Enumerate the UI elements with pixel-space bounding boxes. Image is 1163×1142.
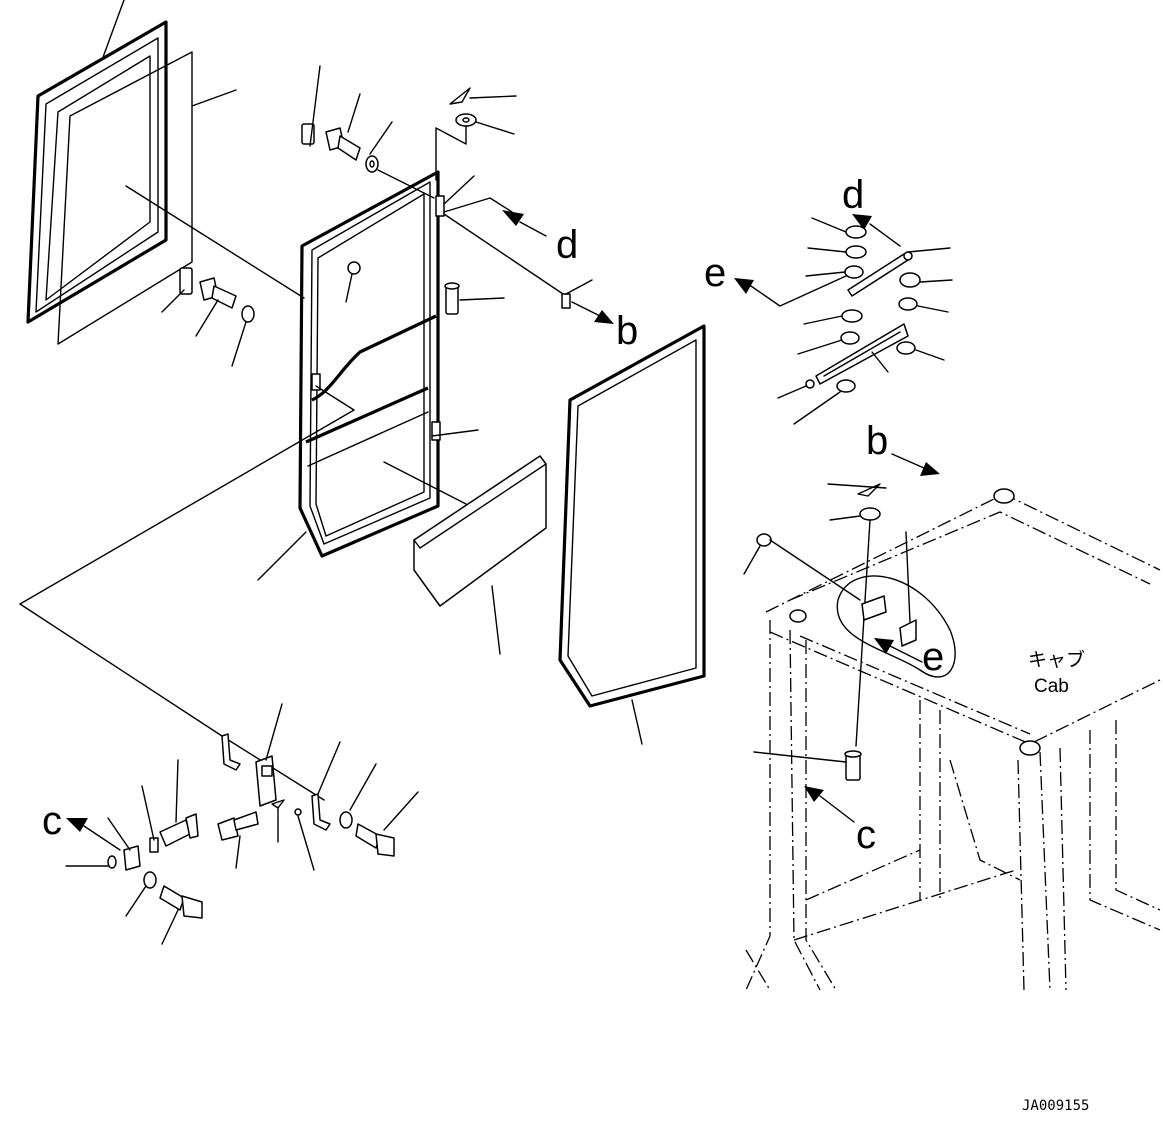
gas-spring-cylinder bbox=[815, 323, 909, 385]
arrow-c-left bbox=[66, 818, 121, 851]
door-pin bbox=[444, 282, 460, 315]
label-d-center: d bbox=[556, 223, 578, 267]
latch-bracket-b bbox=[311, 793, 331, 831]
window-glass-pane bbox=[57, 51, 193, 345]
label-c-left: c bbox=[42, 799, 62, 843]
snap-pin-top bbox=[449, 87, 471, 105]
cab-label-japanese: キャブ bbox=[1028, 648, 1085, 671]
label-e-cab: e bbox=[922, 635, 944, 679]
small-pin bbox=[294, 808, 302, 816]
spring-clip bbox=[271, 799, 285, 809]
window-seal-frame bbox=[26, 20, 168, 324]
washer-left bbox=[241, 305, 255, 323]
door-glass-pane bbox=[558, 324, 706, 708]
drawing-code: JA009155 bbox=[1022, 1098, 1089, 1114]
cab-bracket-e bbox=[861, 595, 917, 647]
label-b-right: b bbox=[866, 419, 888, 463]
washer-latch bbox=[339, 811, 353, 829]
spacer-stack bbox=[805, 225, 867, 393]
cushion-stopper bbox=[756, 533, 772, 547]
hinge-bolt-top bbox=[325, 127, 361, 161]
arrow-b-center bbox=[571, 301, 614, 324]
cab-pillars bbox=[745, 620, 1161, 991]
washer-striker bbox=[143, 871, 157, 889]
arrow-d-right bbox=[852, 214, 901, 247]
striker-plate bbox=[123, 837, 159, 871]
arrow-e-right bbox=[734, 275, 847, 307]
arrow-c-cab bbox=[804, 786, 855, 823]
striker-spacer bbox=[107, 855, 117, 869]
washer-top bbox=[365, 155, 379, 173]
hinge-plate-left bbox=[179, 267, 193, 295]
highlight-ellipse-e bbox=[836, 575, 956, 678]
spacer-stack-right bbox=[896, 272, 921, 355]
latch-screw bbox=[217, 811, 259, 841]
label-b-center: b bbox=[616, 309, 638, 353]
gas-spring-rod bbox=[847, 251, 913, 297]
label-d-right: d bbox=[842, 173, 864, 217]
arrow-b-right bbox=[891, 453, 940, 476]
washer-pin-top bbox=[455, 113, 477, 127]
latch-bracket-a bbox=[221, 733, 241, 771]
arrow-d-center bbox=[443, 197, 547, 237]
cab-bolt bbox=[844, 750, 862, 781]
latch-bolt-right bbox=[355, 823, 395, 857]
label-e-right: e bbox=[704, 251, 726, 295]
bracket-b bbox=[561, 293, 571, 309]
cab-label-english: Cab bbox=[1034, 676, 1069, 697]
latch-bolt-countersunk bbox=[159, 813, 199, 847]
label-c-cab: c bbox=[856, 813, 876, 857]
cab-roof-frame bbox=[765, 488, 1161, 756]
door-frame bbox=[298, 170, 445, 558]
door-lower-panel bbox=[413, 455, 547, 607]
snap-pin-cab bbox=[827, 483, 887, 497]
washer-cab bbox=[859, 507, 881, 521]
striker-bolt bbox=[159, 885, 203, 919]
hinge-bolt-left bbox=[199, 277, 237, 309]
latch-assembly bbox=[255, 755, 277, 807]
arrow-e-cab bbox=[874, 638, 923, 663]
